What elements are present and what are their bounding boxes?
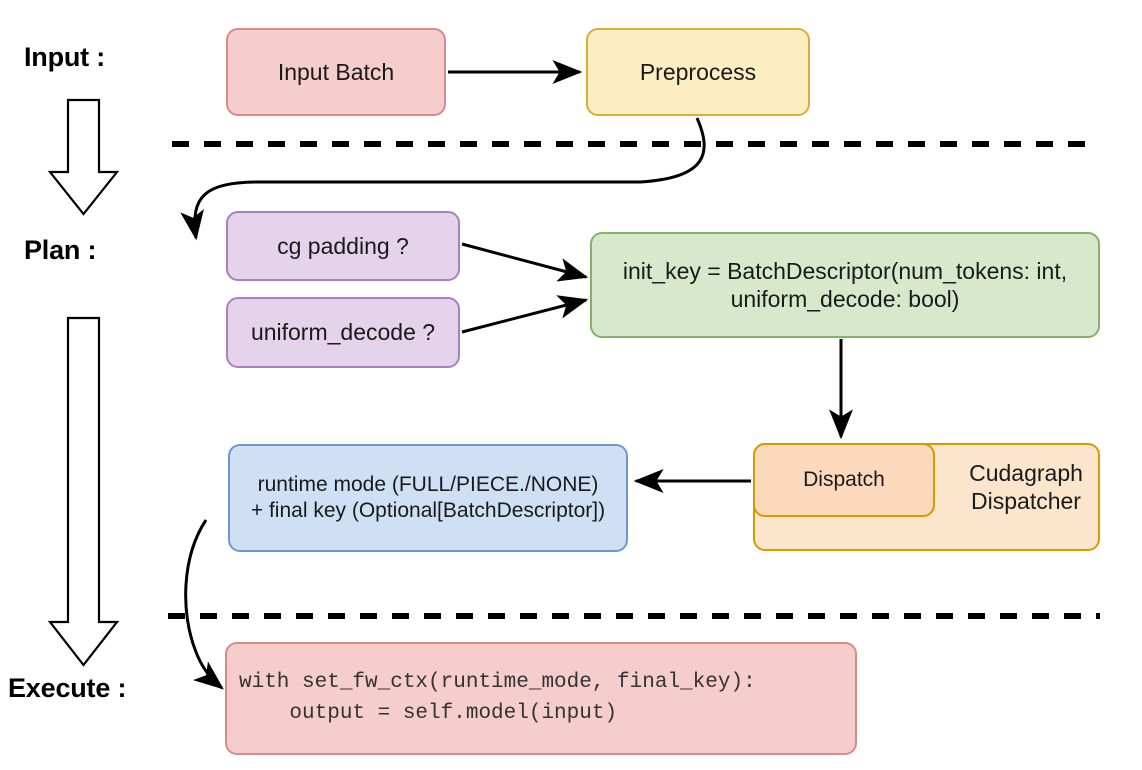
node-cudagraph-dispatcher-line2: Dispatcher — [971, 488, 1081, 515]
arrow-cg-padding-to-init-key — [461, 242, 589, 282]
node-preprocess[interactable]: Preprocess — [586, 28, 810, 116]
node-cg-padding-label: cg padding ? — [277, 232, 409, 259]
node-uniform-decode-label: uniform_decode ? — [250, 319, 436, 346]
arrow-runtime-mode-to-code — [184, 519, 224, 690]
node-init-key-line1: init_key = BatchDescriptor(num_tokens: i… — [622, 257, 1068, 284]
node-runtime-mode[interactable]: runtime mode (FULL/PIECE./NONE) + final … — [228, 444, 628, 552]
stage-label-plan: Plan : — [24, 235, 97, 265]
node-cg-padding[interactable]: cg padding ? — [226, 211, 460, 281]
down-block-arrow-icon — [47, 316, 120, 667]
node-code-block[interactable]: with set_fw_ctx(runtime_mode, final_key)… — [225, 642, 857, 755]
node-code-line2: output = self.model(input) — [239, 701, 618, 725]
arrow-uniform-decode-to-init-key — [461, 295, 589, 334]
node-cudagraph-dispatcher-label: Cudagraph Dispatcher — [951, 459, 1101, 515]
node-runtime-mode-line2: + final key (Optional[BatchDescriptor]) — [250, 499, 606, 522]
node-init-key-line2: uniform_decode: bool) — [730, 286, 960, 312]
node-input-batch-label: Input Batch — [277, 58, 395, 85]
node-dispatch[interactable]: Dispatch — [753, 443, 935, 517]
node-input-batch[interactable]: Input Batch — [226, 28, 446, 116]
node-runtime-mode-line1: runtime mode (FULL/PIECE./NONE) — [257, 473, 599, 497]
stage-label-execute: Execute : — [8, 673, 127, 703]
node-code-line1: with set_fw_ctx(runtime_mode, final_key)… — [239, 671, 756, 695]
node-preprocess-label: Preprocess — [639, 58, 757, 85]
node-dispatch-label: Dispatch — [803, 468, 885, 492]
down-block-arrow-icon — [47, 98, 120, 216]
node-init-key[interactable]: init_key = BatchDescriptor(num_tokens: i… — [590, 232, 1100, 338]
node-cudagraph-dispatcher-line1: Cudagraph — [969, 460, 1083, 486]
node-uniform-decode[interactable]: uniform_decode ? — [226, 297, 460, 368]
stage-label-input: Input : — [24, 42, 106, 72]
